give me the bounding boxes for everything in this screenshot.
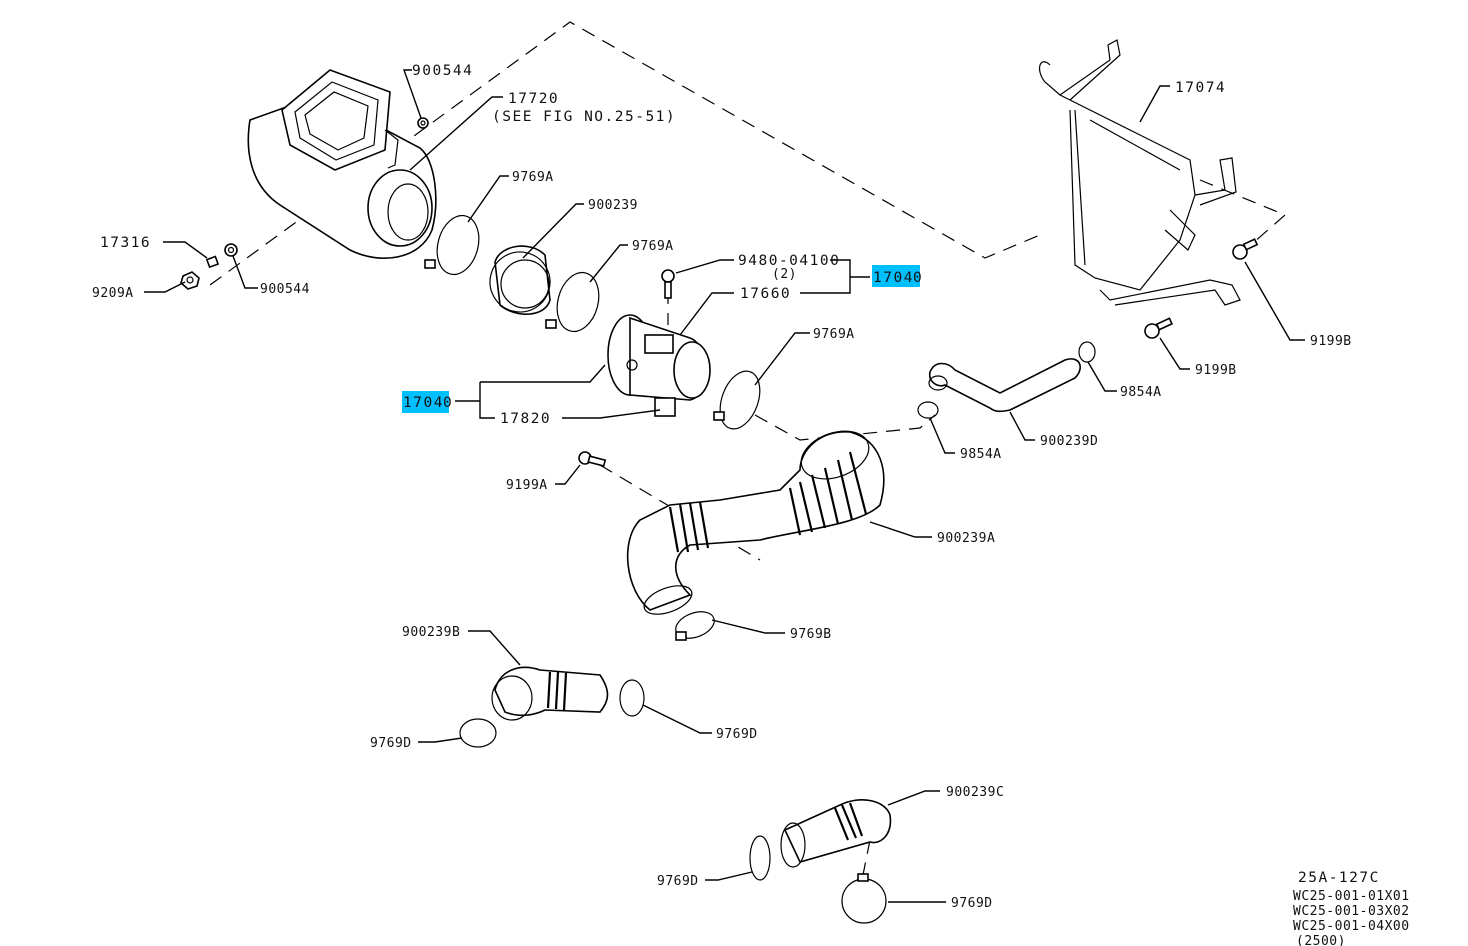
hose-900239D[interactable] [928,358,1081,413]
label-17040-left-highlighted: 1704 [403,395,444,411]
label-17316[interactable]: 17316 [100,235,151,251]
label-9769D-4[interactable]: 9769D [951,896,993,911]
clamp-9769A-3[interactable] [713,366,767,435]
label-9769D-2[interactable]: 9769D [716,727,758,742]
reference-block: 25A-127C WC25-001-01X01 WC25-001-03X02 W… [1293,870,1410,946]
label-17660[interactable]: 17660 [740,286,791,302]
label-900239D[interactable]: 900239D [1040,434,1098,449]
label-9769A-2[interactable]: 9769A [632,239,674,254]
label-9199B-2[interactable]: 9199B [1195,363,1237,378]
hose-900239C[interactable] [780,799,892,868]
bolt-9199B-1[interactable] [1232,238,1259,260]
reference-code-2: WC25-001-03X02 [1293,904,1410,919]
label-17720[interactable]: 17720 [508,91,559,107]
nut-900544-top[interactable] [417,117,429,129]
clamp-9769D-1[interactable] [459,718,497,748]
label-900239B[interactable]: 900239B [402,625,460,640]
highlight-box [402,391,449,413]
label-17040-left[interactable]: 1704 0 [402,391,453,413]
label-17074[interactable]: 17074 [1175,80,1226,96]
part-labels: 900544 17720 (SEE FIG NO.25-51) 17316 92… [92,63,1352,911]
clamp-9769D-4[interactable] [841,873,887,924]
figure-number: 25A-127C [1298,870,1380,886]
label-17820[interactable]: 17820 [500,411,551,427]
nut-900544-bottom[interactable] [224,243,238,257]
label-9480-04100[interactable]: 9480-04100 [738,253,840,269]
bolt-9199B-2[interactable] [1144,317,1174,339]
label-9199A[interactable]: 9199A [506,478,548,493]
label-9480-qty: (2) [772,267,797,282]
label-900239[interactable]: 900239 [588,198,638,213]
clamp-9769A-2[interactable] [545,268,605,336]
reference-code-3: WC25-001-04X00 [1293,919,1410,934]
label-9854A-2[interactable]: 9854A [960,447,1002,462]
nut-9209A[interactable] [180,271,200,290]
label-9769A-1[interactable]: 9769A [512,170,554,185]
label-17720-note: (SEE FIG NO.25-51) [492,109,676,125]
label-900239C[interactable]: 900239C [946,785,1004,800]
label-9854A-1[interactable]: 9854A [1120,385,1162,400]
clamp-9854A-1[interactable] [1078,341,1096,363]
label-900544[interactable]: 900544 [412,63,473,79]
clamp-9769B[interactable] [672,607,718,643]
label-9769A-3[interactable]: 9769A [813,327,855,342]
bolt-9199A[interactable] [578,451,607,468]
hose-900239B[interactable] [491,666,609,721]
reference-code-4: (2500) [1296,934,1346,946]
label-9209A[interactable]: 9209A [92,286,134,301]
air-cleaner-housing[interactable] [247,69,437,259]
label-9769D-1[interactable]: 9769D [370,736,412,751]
label-900544-bottom[interactable]: 900544 [260,282,310,297]
highlight-box [872,265,920,287]
clip-17316[interactable] [205,255,220,269]
label-17040-right[interactable]: 1704 0 [872,265,923,287]
clamp-9769D-3[interactable] [749,835,771,881]
clamp-9854A-2[interactable] [917,401,939,419]
sleeve-900239[interactable] [483,245,556,318]
bracket-17074[interactable] [1038,39,1241,306]
label-17040-right-tail: 0 [913,270,923,286]
label-900239A[interactable]: 900239A [937,531,995,546]
label-17040-right-highlighted: 1704 [873,270,914,286]
intake-hose-900239A[interactable] [626,422,885,619]
clamp-9769D-2[interactable] [619,679,645,717]
clamp-9769A-1[interactable] [424,211,485,279]
reference-code-1: WC25-001-01X01 [1293,889,1410,904]
mass-airflow-sensor-17040[interactable] [607,314,711,417]
label-9769B[interactable]: 9769B [790,627,832,642]
label-9769D-3[interactable]: 9769D [657,874,699,889]
screw-9480-04100[interactable] [661,269,675,299]
label-9199B-1[interactable]: 9199B [1310,334,1352,349]
leader-lines [144,69,1305,903]
label-17040-left-tail: 0 [443,395,453,411]
